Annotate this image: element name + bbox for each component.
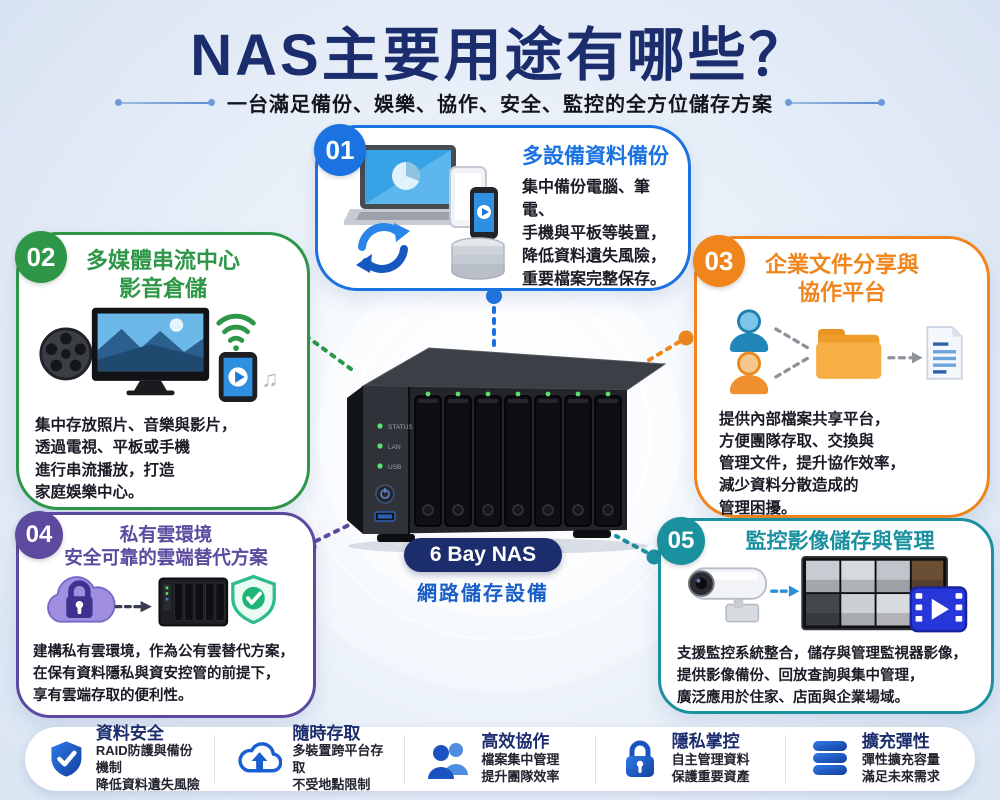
benefit-anytime-access: 隨時存取 多裝置跨平台存取 不受地點限制 — [214, 724, 404, 792]
card-media-streaming: 02 多媒體串流中心 影音倉儲 — [15, 231, 310, 510]
card-surveillance: 05 監控影像儲存與管理 — [657, 517, 994, 714]
card-title: 私有雲環境 安全可靠的雲端替代方案 — [64, 524, 268, 569]
dashed-arrow — [114, 601, 152, 613]
private-cloud-illustration — [47, 575, 276, 627]
cloud-lock-icon — [47, 576, 116, 623]
benefit-line: 不受地點限制 — [292, 777, 371, 793]
benefit-line: 彈性擴充容量 — [861, 751, 940, 767]
share-arrows — [774, 327, 811, 379]
music-notes-icon: ♫ — [261, 366, 278, 392]
lock-icon — [625, 740, 654, 777]
page-title: NAS主要用途有哪些？ — [190, 23, 810, 88]
nas-device: STATUS LAN USB — [347, 347, 667, 554]
phone-icon — [470, 187, 498, 239]
card-multi-device-backup: 01 — [314, 124, 691, 291]
benefit-scalability: 擴充彈性 彈性擴充容量 滿足未來需求 — [784, 732, 975, 784]
card-number-badge: 02 — [15, 231, 67, 283]
benefit-line: 滿足未來需求 — [861, 768, 940, 784]
database-icon — [812, 741, 847, 775]
card-title: 監控影像儲存與管理 — [745, 530, 935, 553]
mini-nas-icon — [158, 577, 229, 627]
collaboration-illustration — [729, 309, 963, 395]
card-number-badge: 01 — [314, 124, 366, 176]
benefit-line: 提升團隊效率 — [481, 768, 560, 784]
benefits-bar: 資料安全 RAID防護與備份機制 降低資料遺失風險 隨時存取 多裝置跨平台存取 … — [25, 724, 975, 792]
card-body: 提供內部檔案共享平台， 方便團隊存取、交換與 管理文件，提升協作效率， 減少資料… — [719, 411, 906, 517]
nas-label-block: 6 Bay NAS 網路儲存設備 — [335, 538, 631, 606]
benefit-privacy: 隱私掌控 自主管理資料 保護重要資產 — [594, 732, 785, 784]
nas-caption: 網路儲存設備 — [417, 583, 549, 605]
arrow-to-doc — [887, 352, 923, 364]
shield-check-icon — [51, 741, 82, 777]
benefit-collaboration: 高效協作 檔案集中管理 提升團隊效率 — [404, 732, 594, 784]
benefit-title: 擴充彈性 — [861, 732, 930, 752]
card-title: 多媒體串流中心 影音倉儲 — [85, 248, 240, 301]
nas-drive-bays — [414, 391, 622, 527]
benefit-line: 降低資料遺失風險 — [95, 777, 200, 793]
card-body: 集中備份電腦、筆電、 手機與平板等裝置， 降低資料遺失風險， 重要檔案完整保存。 — [522, 179, 667, 288]
film-reel-icon — [39, 327, 93, 381]
benefit-line: 保護重要資產 — [671, 768, 750, 784]
people-icon — [428, 743, 469, 779]
user-orange-icon — [729, 351, 769, 395]
led-label-usb: USB — [388, 464, 401, 471]
subtitle-left-line — [115, 99, 215, 106]
database-icon — [451, 237, 505, 280]
card-number-badge: 03 — [693, 235, 745, 287]
shield-check-green-icon — [231, 575, 276, 625]
backup-devices-illustration — [344, 145, 505, 280]
card-file-sharing: 03 企業文件分享與 協作平台 — [693, 235, 990, 518]
folder-icon — [816, 329, 882, 379]
benefit-line: 自主管理資料 — [671, 751, 750, 767]
tv-icon — [91, 307, 210, 396]
nas-badge: 6 Bay NAS — [403, 538, 563, 572]
user-blue-icon — [729, 309, 769, 352]
benefit-title: 高效協作 — [481, 732, 550, 752]
media-illustration: ♫ — [39, 307, 278, 402]
surveillance-illustration — [687, 556, 968, 633]
document-icon — [926, 326, 963, 380]
laptop-icon — [344, 145, 478, 225]
benefit-title: 隨時存取 — [292, 723, 361, 743]
video-clip-icon — [909, 586, 968, 633]
card-body: 支援監控系統整合，儲存與管理監視器影像， 提供影像備份、回放查詢與集中管理， 廣… — [677, 646, 967, 706]
cloud-upload-icon — [238, 742, 283, 773]
benefit-line: RAID防護與備份機制 — [95, 743, 193, 776]
security-camera-icon — [687, 567, 767, 623]
card-number-badge: 04 — [15, 511, 63, 559]
phone-play-icon — [218, 352, 258, 402]
benefit-data-security: 資料安全 RAID防護與備份機制 降低資料遺失風險 — [25, 724, 214, 792]
card-body: 建構私有雲環境，作為公有雲替代方案， 在保有資料隱私與資安控管的前提下， 享有雲… — [33, 644, 294, 704]
benefit-title: 資料安全 — [95, 723, 164, 743]
subtitle-right-line — [785, 99, 885, 106]
sync-arrows-icon — [356, 223, 410, 273]
benefit-title: 隱私掌控 — [671, 732, 740, 752]
card-title: 企業文件分享與 協作平台 — [764, 252, 919, 305]
wifi-icon — [216, 313, 256, 352]
led-label-status: STATUS — [388, 424, 413, 431]
led-label-lan: LAN — [388, 444, 401, 451]
card-private-cloud: 04 私有雲環境 安全可靠的雲端替代方案 — [15, 511, 316, 718]
page-subtitle: 一台滿足備份、娛樂、協作、安全、監控的全方位儲存方案 — [227, 94, 773, 116]
subtitle-row: 一台滿足備份、娛樂、協作、安全、監控的全方位儲存方案 — [0, 88, 1000, 117]
benefit-line: 多裝置跨平台存取 — [292, 743, 384, 776]
dashed-arrow — [770, 585, 800, 598]
card-title: 多設備資料備份 — [522, 145, 669, 168]
card-body: 集中存放照片、音樂與影片， 透過電視、平板或手機 進行串流播放，打造 家庭娛樂中… — [35, 417, 237, 502]
benefit-line: 檔案集中管理 — [481, 751, 560, 767]
